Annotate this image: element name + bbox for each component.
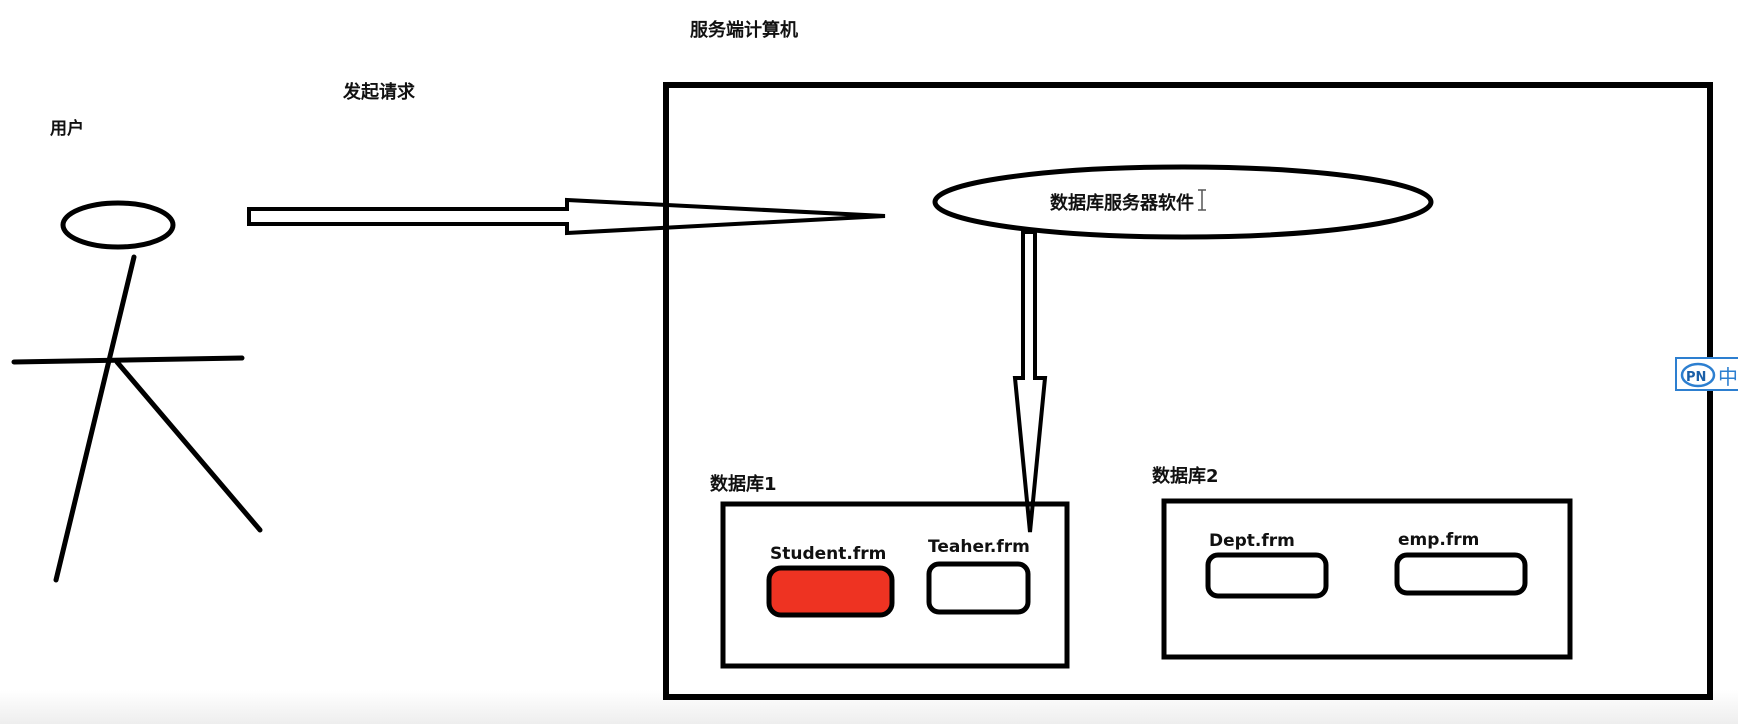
db-server-software	[932, 164, 1434, 240]
database-1-box	[720, 501, 1070, 669]
db-server-software-label: 数据库服务器软件	[1050, 192, 1194, 214]
request-label: 发起请求	[342, 81, 416, 103]
user-arms	[11, 355, 245, 365]
query-arrow	[1012, 230, 1048, 533]
user-body	[53, 254, 137, 583]
user-label: 用户	[50, 118, 84, 139]
user-head	[60, 200, 176, 250]
database-2-box	[1161, 498, 1573, 660]
file-student	[766, 565, 895, 618]
file-teaher	[926, 561, 1031, 615]
user-leg	[114, 359, 263, 533]
file-label-student: Student.frm	[770, 544, 886, 564]
file-label-emp: emp.frm	[1398, 530, 1479, 550]
ime-logo-icon	[1680, 362, 1716, 388]
file-label-teaher: Teaher.frm	[928, 537, 1030, 557]
file-dept	[1205, 552, 1329, 599]
ime-badge-text: 中	[1718, 365, 1738, 389]
file-label-dept: Dept.frm	[1209, 531, 1295, 551]
request-arrow	[247, 197, 886, 236]
file-emp	[1394, 552, 1528, 596]
ime-badge[interactable]: PN 中	[1675, 357, 1738, 391]
server-computer-title: 服务端计算机	[690, 19, 798, 41]
database-1-label: 数据库1	[710, 473, 777, 495]
user-figure	[11, 200, 263, 583]
text-cursor-icon	[1198, 189, 1206, 211]
ime-logo-glyph: PN	[1686, 370, 1706, 385]
database-2-label: 数据库2	[1152, 465, 1219, 487]
